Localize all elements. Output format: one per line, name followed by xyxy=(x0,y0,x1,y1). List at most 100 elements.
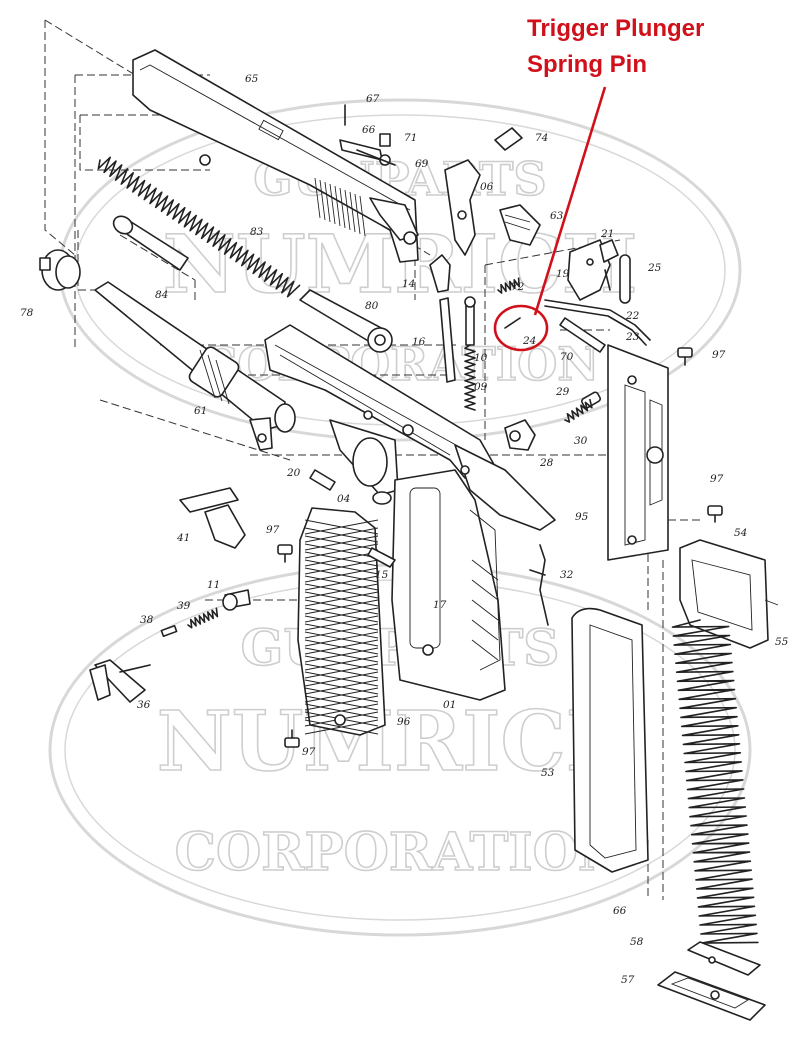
part-label-71: 71 xyxy=(404,132,417,144)
part-36-housing xyxy=(89,659,151,703)
frame-checkering xyxy=(471,559,499,661)
part-41-slide-stop xyxy=(179,487,246,549)
part-21 xyxy=(599,239,619,291)
part-label-11: 11 xyxy=(207,579,220,591)
part-70-pin xyxy=(559,317,606,353)
part-label-39: 39 xyxy=(177,600,191,612)
part-label-57: 57 xyxy=(621,974,635,986)
part-78-barrel-bushing xyxy=(39,249,81,291)
part-72-spring xyxy=(497,277,520,294)
part-label-80: 80 xyxy=(365,300,379,312)
part-28 xyxy=(504,419,536,451)
part-04-pin xyxy=(372,491,392,505)
part-frame-upper xyxy=(264,324,556,531)
part-57-magazine-base xyxy=(657,971,766,1021)
part-label-74: 74 xyxy=(535,132,548,144)
part-label-97: 97 xyxy=(302,746,316,758)
part-label-72: 72 xyxy=(511,281,525,293)
part-label-32: 32 xyxy=(560,569,574,581)
part-label-69: 69 xyxy=(415,158,429,170)
part-24-trigger-plunger-spring-pin xyxy=(504,317,521,329)
part-06-hammer xyxy=(444,159,481,256)
part-label-97: 97 xyxy=(712,349,726,361)
part-label-28: 28 xyxy=(539,457,554,469)
part-11-housing-pin xyxy=(222,589,251,611)
part-label-36: 36 xyxy=(137,699,151,711)
part-32 xyxy=(529,544,549,626)
part-label-95: 95 xyxy=(575,511,589,523)
part-label-14: 14 xyxy=(402,278,415,290)
part-label-20: 20 xyxy=(286,467,301,479)
callout-pointer-line xyxy=(533,86,607,316)
part-53-magazine xyxy=(571,607,649,873)
watermark-numrich-bottom: NUMRICH xyxy=(157,694,643,790)
part-label-21: 21 xyxy=(600,228,614,240)
part-14 xyxy=(429,254,451,293)
part-label-16: 16 xyxy=(412,336,426,348)
part-label-55: 55 xyxy=(775,636,789,648)
part-label-63: 63 xyxy=(550,210,564,222)
part-65-slide xyxy=(132,49,419,263)
part-label-06: 06 xyxy=(480,181,494,193)
part-label-70: 70 xyxy=(560,351,574,363)
part-label-29: 29 xyxy=(555,386,570,398)
callout-title-line1: Trigger Plunger xyxy=(527,15,704,42)
watermark-corporation-bottom: CORPORATION xyxy=(175,822,626,883)
part-label-38: 38 xyxy=(140,614,154,626)
part-label-09: 09 xyxy=(474,381,488,393)
part-label-97: 97 xyxy=(266,524,280,536)
part-label-54: 54 xyxy=(734,527,747,539)
part-39-spring xyxy=(187,607,219,629)
part-63-sear xyxy=(499,204,541,246)
part-66-magazine-spring xyxy=(671,619,759,944)
part-29-30-plunger xyxy=(564,391,601,423)
part-label-66: 66 xyxy=(613,905,627,917)
part-label-96: 96 xyxy=(397,716,411,728)
part-97-screw-top xyxy=(677,347,693,366)
callout-highlight-circle xyxy=(493,304,549,352)
part-01-frame-grip xyxy=(391,465,506,701)
part-label-41: 41 xyxy=(176,532,190,544)
part-58-follower xyxy=(687,941,761,976)
part-label-10: 10 xyxy=(474,352,488,364)
part-16-pin xyxy=(439,297,456,383)
part-label-83: 83 xyxy=(250,226,264,238)
part-label-53: 53 xyxy=(541,767,555,779)
part-80-plug xyxy=(299,289,393,353)
part-label-17: 17 xyxy=(433,599,447,611)
part-97-screw-left xyxy=(277,544,293,563)
part-96-grip-panel xyxy=(297,507,386,736)
part-label-30: 30 xyxy=(574,435,588,447)
part-61-barrel xyxy=(94,281,296,451)
part-74 xyxy=(494,127,523,151)
part-38-pin xyxy=(160,624,178,638)
part-83-recoil-spring xyxy=(97,156,301,298)
part-84-recoil-plug xyxy=(112,215,189,271)
part-label-23: 23 xyxy=(625,331,640,343)
callout-title-line2: Spring Pin xyxy=(527,51,647,78)
part-label-58: 58 xyxy=(630,936,644,948)
part-label-67: 67 xyxy=(366,93,380,105)
part-label-24: 24 xyxy=(522,335,536,347)
part-25 xyxy=(619,254,631,304)
part-firing-pin-group xyxy=(339,104,396,166)
part-20-pin xyxy=(309,469,336,491)
part-97-screw-mid xyxy=(707,505,723,523)
part-label-15: 15 xyxy=(375,569,389,581)
part-97-screw-bottom xyxy=(284,729,300,748)
part-label-84: 84 xyxy=(155,289,168,301)
part-label-19: 19 xyxy=(556,268,570,280)
part-95-side-plate xyxy=(607,344,669,561)
part-label-01: 01 xyxy=(443,699,456,711)
part-label-22: 22 xyxy=(625,310,640,322)
part-09-spring xyxy=(464,344,476,411)
part-10-pin xyxy=(464,296,476,346)
part-label-97: 97 xyxy=(710,473,724,485)
part-label-78: 78 xyxy=(20,307,34,319)
callout-annotation: Trigger Plunger Spring Pin xyxy=(493,15,704,352)
part-label-04: 04 xyxy=(337,493,350,505)
part-19-trigger xyxy=(567,239,611,301)
part-54-magazine-housing xyxy=(679,539,779,649)
